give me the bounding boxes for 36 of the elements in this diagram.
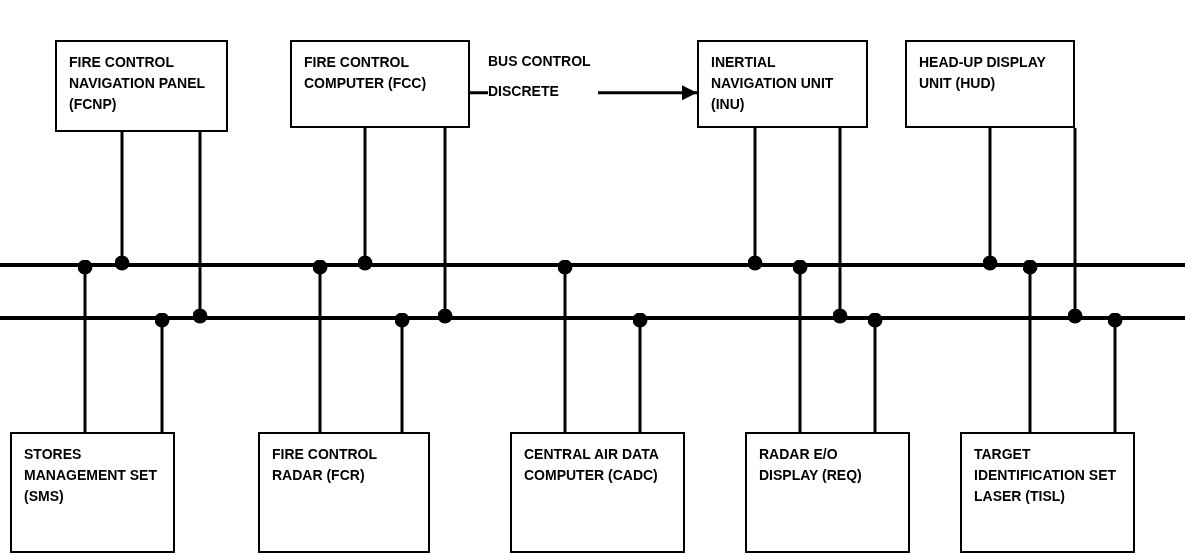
unit-box [258, 432, 430, 553]
connector-line [154, 312, 170, 432]
connector-line [1022, 259, 1038, 432]
unit-box [290, 40, 470, 128]
unit-box [55, 40, 228, 132]
unit-box [697, 40, 868, 128]
connector-line [1107, 312, 1123, 432]
connector-line [77, 259, 93, 432]
unit-name: FIRE CONTROL RADAR (FCR) [272, 445, 378, 485]
connector-line [832, 128, 848, 324]
unit-box [10, 432, 175, 553]
connector-line [632, 312, 648, 432]
unit-name: STORES MANAGEMENT SET (SMS) [24, 445, 158, 506]
unit-box [510, 432, 685, 553]
unit-box [960, 432, 1135, 553]
connector-line [982, 128, 998, 271]
connector-line [792, 259, 808, 432]
unit-box [905, 40, 1075, 128]
connector-line [357, 128, 373, 271]
unit-name: RADAR E/O DISPLAY (REQ) [759, 445, 863, 485]
connector-line [747, 128, 763, 271]
connector-line [1067, 128, 1083, 324]
unit-name: CENTRAL AIR DATA COMPUTER (CADC) [524, 445, 660, 485]
connector-line [192, 132, 208, 324]
unit-name: FIRE CONTROL NAVIGATION PANEL (FCNP) [69, 53, 206, 114]
connector-line [557, 259, 573, 432]
connector-line [114, 132, 130, 271]
unit-box [745, 432, 910, 553]
unit-name: HEAD-UP DISPLAY UNIT (HUD) [919, 53, 1047, 93]
connector-line [867, 312, 883, 432]
unit-name: FIRE CONTROL COMPUTER (FCC) [304, 53, 428, 93]
unit-name: TARGET IDENTIFICATION SET LASER (TISL) [974, 445, 1118, 506]
connector-line [394, 312, 410, 432]
connector-line [437, 128, 453, 324]
connector-line [312, 259, 328, 432]
unit-name: INERTIAL NAVIGATION UNIT (INU) [711, 53, 835, 114]
